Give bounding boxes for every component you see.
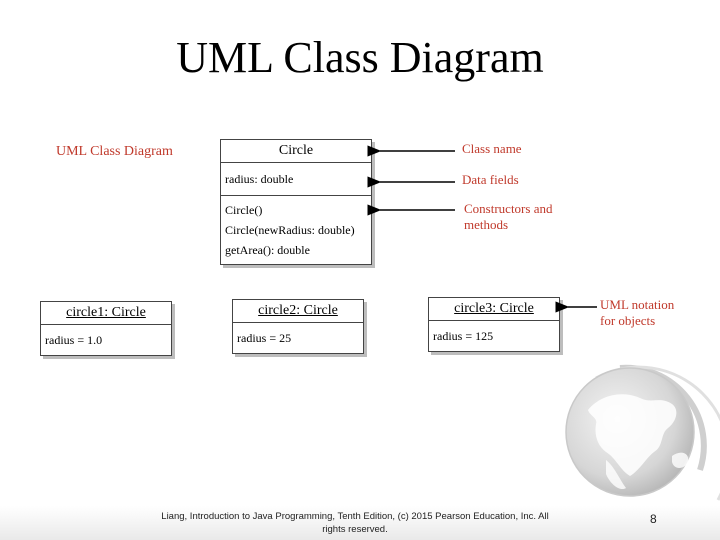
diagram-caption: UML Class Diagram [56, 144, 173, 159]
class-box-circle: Circle radius: double Circle() Circle(ne… [220, 139, 372, 265]
object-name: circle1: Circle [66, 305, 146, 320]
annotation-constructors: Constructors and methods [464, 201, 552, 233]
footer-copyright: Liang, Introduction to Java Programming,… [140, 510, 570, 536]
globe-icon [565, 364, 720, 501]
page-number: 8 [650, 512, 657, 526]
object-name: circle3: Circle [454, 301, 534, 316]
annotation-uml-notation-line1: UML notation [600, 297, 675, 312]
footer-line1: Liang, Introduction to Java Programming,… [161, 511, 549, 522]
annotation-class-name: Class name [462, 141, 522, 156]
object-name: circle2: Circle [258, 303, 338, 318]
annotation-constructors-line1: Constructors and [464, 201, 553, 216]
annotation-uml-notation-line2: for objects [600, 313, 656, 328]
object-box-circle2: circle2: Circle radius = 25 [232, 299, 364, 354]
class-name: Circle [278, 143, 314, 158]
object-value: radius = 125 [433, 329, 494, 343]
annotation-data-fields: Data fields [462, 172, 519, 187]
annotation-uml-notation: UML notation for objects [600, 297, 674, 329]
class-method: Circle(newRadius: double) [225, 223, 355, 237]
class-method: getArea(): double [225, 243, 310, 257]
object-values-section: radius = 125 [429, 320, 559, 351]
object-value: radius = 1.0 [45, 333, 103, 347]
footer-line2: rights reserved. [322, 524, 388, 535]
object-box-circle1: circle1: Circle radius = 1.0 [40, 301, 172, 356]
annotation-constructors-line2: methods [464, 217, 509, 232]
object-box-circle3: circle3: Circle radius = 125 [428, 297, 560, 352]
class-methods-section: Circle() Circle(newRadius: double) getAr… [221, 195, 371, 264]
object-value: radius = 25 [237, 331, 292, 345]
class-field: radius: double [225, 172, 294, 186]
class-fields-section: radius: double [221, 162, 371, 195]
object-values-section: radius = 25 [233, 322, 363, 353]
class-method: Circle() [225, 203, 263, 217]
slide-title: UML Class Diagram [176, 33, 544, 82]
object-values-section: radius = 1.0 [41, 324, 171, 355]
